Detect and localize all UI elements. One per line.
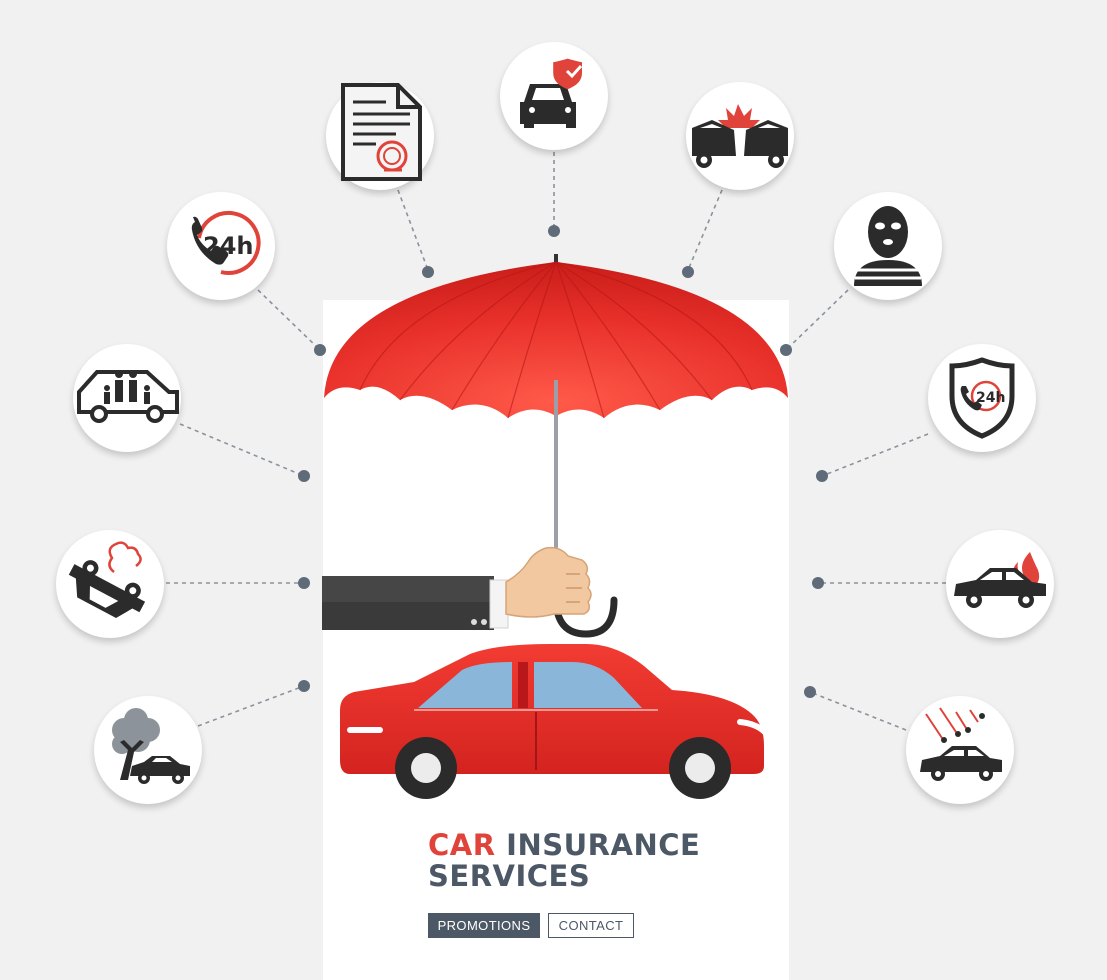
headline-car: CAR: [428, 828, 496, 862]
badge-thief[interactable]: [834, 192, 942, 300]
headline-services: SERVICES: [428, 859, 591, 893]
hero-illustration: [322, 254, 788, 799]
hand-icon: [322, 546, 592, 630]
headline: CAR INSURANCE SERVICES: [428, 830, 728, 892]
badge-document[interactable]: [326, 82, 434, 190]
badge-hail[interactable]: [906, 696, 1014, 804]
car-collision-icon: [692, 104, 788, 168]
family-car-icon: [77, 370, 179, 423]
stamped-document-icon: [341, 83, 422, 181]
hail-car-icon: [920, 707, 1002, 781]
headline-line-1: CAR INSURANCE: [428, 830, 728, 861]
contact-button[interactable]: CONTACT: [548, 913, 634, 938]
badge-car-protected[interactable]: [500, 42, 608, 150]
badge-family[interactable]: [73, 344, 181, 452]
phone-24h-label: 24h: [203, 232, 253, 260]
car-fire-icon: [954, 552, 1046, 608]
red-car-icon: [340, 644, 771, 799]
badge-fire[interactable]: [946, 530, 1054, 638]
promotions-button[interactable]: PROMOTIONS: [428, 913, 540, 938]
badge-collision[interactable]: [686, 82, 794, 190]
badge-shield-24h[interactable]: 24h: [928, 344, 1036, 452]
badge-overturned[interactable]: [56, 530, 164, 638]
shield-24h-label: 24h: [976, 390, 1005, 406]
phone-24h-icon: 24h: [191, 211, 261, 275]
badge-tree[interactable]: [94, 696, 202, 804]
tree-fall-car-icon: [112, 708, 190, 784]
headline-insurance: INSURANCE: [506, 828, 701, 862]
car-checkmark-icon: [520, 58, 583, 128]
badge-phone-24h[interactable]: 24h: [167, 192, 275, 300]
overturned-car-icon: [68, 541, 146, 618]
shield-phone-24h-icon: 24h: [949, 357, 1015, 439]
masked-thief-icon: [854, 206, 922, 286]
